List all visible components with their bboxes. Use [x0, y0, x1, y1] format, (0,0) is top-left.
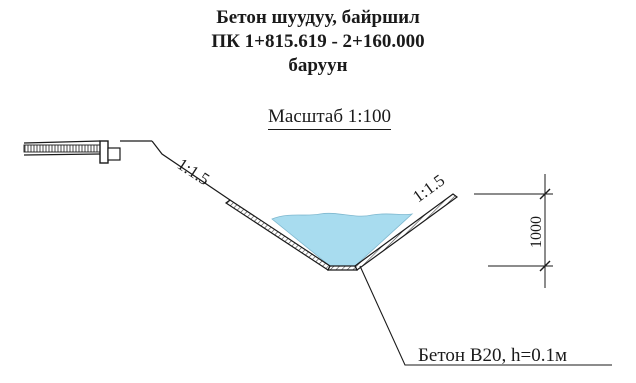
- title-line-3: баруун: [288, 55, 348, 76]
- curb: [99, 140, 152, 164]
- depth-dimension: [474, 174, 553, 288]
- title-line-2: ПК 1+815.619 - 2+160.000: [211, 31, 425, 52]
- slope-label-right: 1:1.5: [409, 171, 448, 207]
- title-line-1: Бетон шуудуу, байршил: [216, 7, 420, 28]
- water: [271, 212, 414, 267]
- concrete-lining-bottom: [327, 265, 358, 271]
- road-pavement: [23, 140, 101, 156]
- ground-line-left: [151, 140, 231, 201]
- concrete-lining-right: [354, 193, 459, 271]
- depth-dimension-label: 1000: [528, 216, 545, 248]
- material-leader-line: [359, 265, 612, 366]
- title-block: Бетон шуудуу, байршил ПК 1+815.619 - 2+1…: [0, 6, 636, 78]
- material-label: Бетон В20, h=0.1м: [418, 345, 567, 366]
- scale-label: Масштаб 1:100: [268, 106, 392, 130]
